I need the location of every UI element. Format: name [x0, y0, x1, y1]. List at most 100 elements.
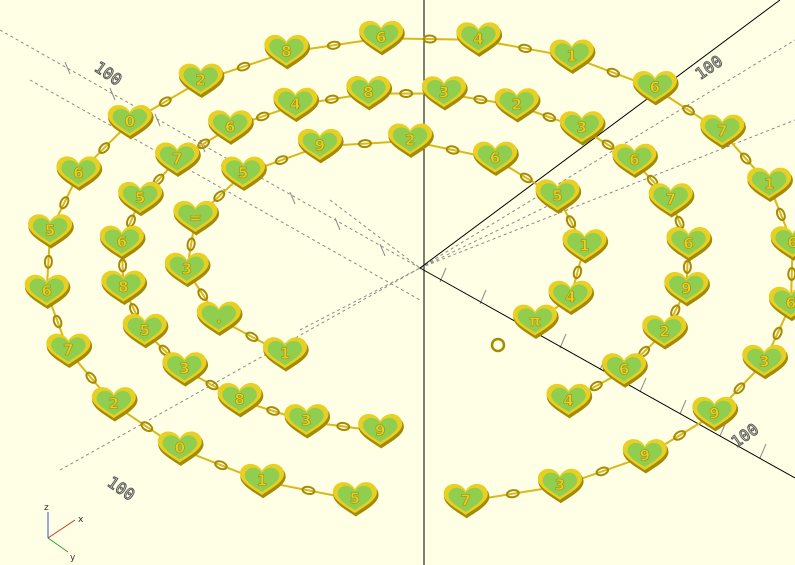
heart-pendant: 5 [118, 181, 164, 217]
chain-link [595, 466, 610, 477]
chain-link [519, 172, 533, 184]
pendant-digit: 2 [109, 395, 119, 413]
grid-line [299, 267, 421, 331]
chain-link [236, 61, 251, 72]
chain-link [606, 67, 621, 78]
pendant-digit: 9 [709, 404, 719, 422]
pendant-digit: 3 [179, 360, 189, 378]
pendant-digit: 3 [182, 260, 192, 278]
heart-pendant: 3 [537, 468, 584, 504]
heart-pendant: 9 [622, 439, 669, 474]
heart-pendant: 1 [549, 39, 596, 74]
gizmo-x-axis [47, 519, 76, 539]
pendant-digit: 6 [41, 282, 51, 300]
heart-pendant: 2 [642, 315, 688, 350]
heart-pendant-end: π [512, 304, 559, 340]
pendant-digit: 2 [659, 323, 669, 341]
axis-tick [154, 113, 161, 127]
chain-link [301, 485, 316, 496]
heart-pendant: 2 [494, 88, 541, 123]
chain-link [572, 265, 583, 280]
heart-pendant: 2 [388, 123, 434, 158]
chain-link [505, 489, 520, 499]
chain-link [197, 138, 211, 150]
chain-link [787, 266, 795, 281]
heart-pendant: 0 [107, 105, 154, 140]
pendant-digit: 6 [786, 294, 795, 312]
heart-pendant: 5 [221, 156, 267, 192]
heart-pendant: 8 [217, 383, 264, 418]
chain-link [52, 314, 63, 329]
chain-link [673, 430, 687, 441]
heart-pendant: 6 [770, 226, 795, 261]
pendant-digit: 6 [117, 233, 127, 251]
heart-pendant: 3 [162, 352, 209, 387]
scale-label: 100 [728, 419, 763, 451]
grid-line [0, 29, 421, 269]
heart-pendant: 6 [56, 156, 103, 191]
pendant-digit: 5 [135, 189, 145, 207]
axis-tick [109, 87, 116, 101]
heart-pendant: 6 [208, 110, 254, 145]
heart-pendant: 9 [358, 414, 404, 449]
pendant-digit: 9 [640, 447, 650, 465]
pendant-digit: . [216, 309, 222, 327]
heart-pendant: 4 [546, 383, 593, 419]
pendant-digit: 3 [439, 84, 449, 102]
grid-line [59, 267, 421, 471]
gizmo-y-label: y [70, 553, 76, 563]
chain-link [733, 382, 746, 395]
chain-link [205, 379, 219, 391]
clasp-ring [490, 337, 506, 353]
heart-pendant: 3 [742, 344, 788, 380]
pendant-digit: 1 [257, 471, 267, 489]
pendant-digit: 4 [565, 288, 575, 306]
pendant-digit: 3 [555, 476, 565, 494]
heart-pendant: 8 [264, 34, 311, 70]
pendant-digit: 9 [315, 136, 325, 154]
pendant-digit: π [529, 312, 541, 330]
heart-pendant: 8 [346, 76, 393, 111]
chain-link [324, 94, 339, 104]
grid-line [419, 199, 561, 269]
heart-pendant: 9 [692, 396, 739, 432]
pendant-digit: = [189, 208, 202, 226]
chain-link [565, 215, 577, 229]
pendant-digit: 5 [552, 187, 562, 205]
chain-link [399, 89, 414, 99]
chain-link [445, 145, 460, 155]
heart-pendant: 6 [473, 141, 519, 177]
chain-link [336, 421, 351, 431]
heart-pendant: 1 [562, 229, 609, 264]
pendant-digit: 8 [363, 83, 373, 101]
pendant-digit: 4 [563, 391, 573, 409]
heart-pendant: 7 [46, 333, 93, 369]
axis-tick [379, 243, 386, 257]
heart-pendant: . [196, 301, 243, 337]
pendant-digit: 1 [280, 345, 290, 363]
chain-link [43, 254, 53, 269]
chain-link [214, 460, 228, 471]
pendant-digit: 2 [405, 131, 415, 149]
pendant-digit: 6 [490, 149, 500, 167]
chain-link [682, 259, 692, 274]
chain-link [85, 371, 97, 384]
heart-pendant: = [173, 200, 220, 236]
chain-link [266, 406, 280, 416]
pendant-digit: 7 [460, 491, 470, 509]
chain-link [213, 190, 226, 202]
heart-pendant: 1 [239, 463, 286, 499]
heart-pendant: 4 [273, 87, 320, 123]
pendant-digit: 6 [650, 78, 660, 96]
heart-pendant: 6 [666, 227, 713, 262]
pendant-digit: 7 [717, 122, 727, 140]
heart-pendant: 6 [24, 274, 71, 310]
heart-pendant: 0 [157, 431, 204, 466]
heart-pendant: 5 [535, 179, 582, 214]
pendant-digit: 6 [376, 28, 386, 46]
pendant-digit: 3 [577, 119, 587, 137]
grid-line [419, 119, 795, 269]
